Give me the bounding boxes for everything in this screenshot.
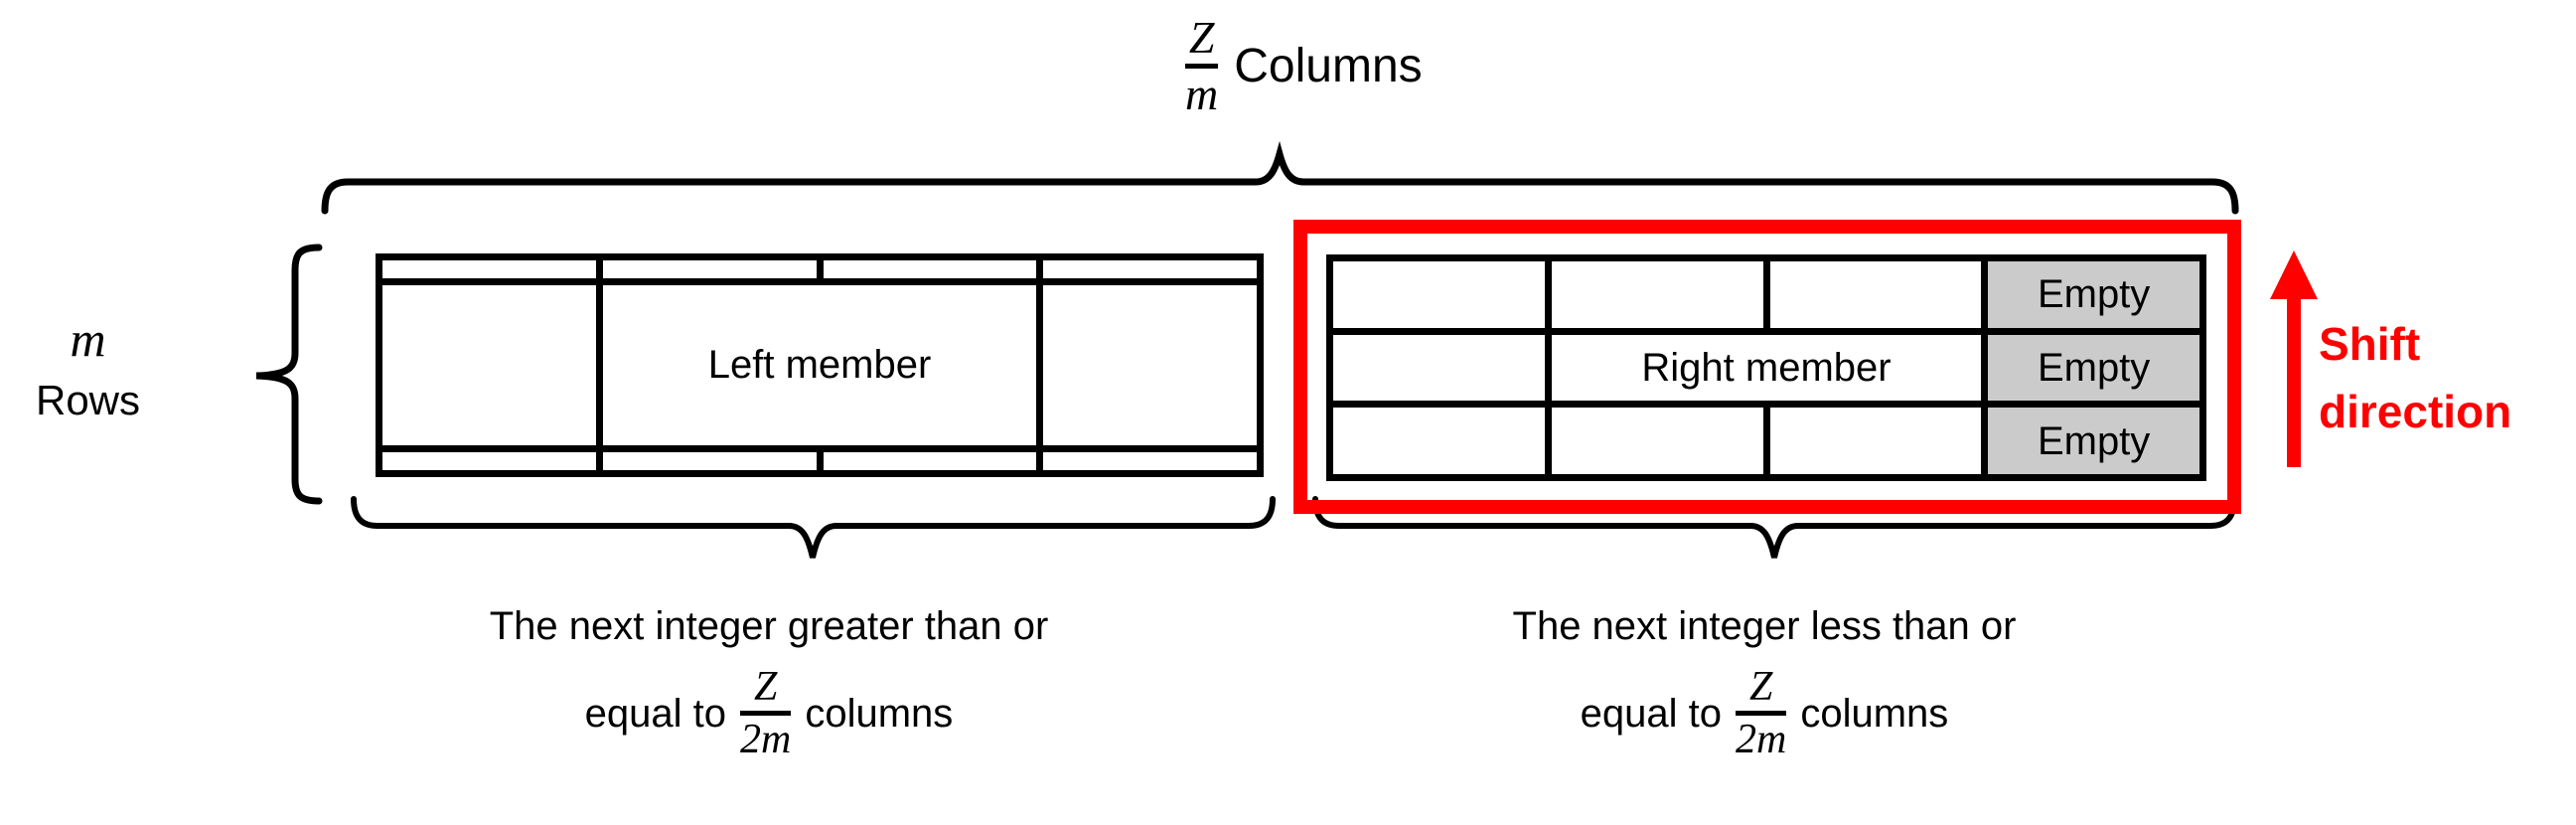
- right-caption-prefix: equal to: [1580, 691, 1723, 736]
- table-row: Right member Empty: [1326, 327, 2206, 409]
- left-caption-suffix: columns: [805, 691, 954, 736]
- left-member-table: Left member: [376, 252, 1264, 478]
- cell: [376, 444, 603, 478]
- shift-direction-label: Shift direction: [2319, 310, 2511, 445]
- fraction-denominator: m: [1185, 69, 1219, 120]
- cell: [1762, 401, 1989, 481]
- fraction-denominator: 2m: [1736, 717, 1787, 763]
- right-caption: The next integer less than or equal to Z…: [1317, 602, 2211, 762]
- fraction-bar: [1185, 64, 1219, 70]
- left-brace: [255, 244, 323, 505]
- cell: [1326, 327, 1552, 409]
- shift-line2: direction: [2319, 386, 2512, 437]
- left-caption: The next integer greater than or equal t…: [322, 602, 1216, 762]
- empty-cell: Empty: [1981, 254, 2206, 335]
- fraction-bar: [740, 711, 792, 717]
- fraction-numerator: Z: [754, 664, 778, 710]
- shift-arrow-icon: [2270, 250, 2318, 467]
- empty-cell: Empty: [1981, 401, 2206, 481]
- rows-text: Rows: [35, 377, 141, 423]
- table-row: [376, 252, 1264, 286]
- right-caption-line2: equal to Z 2m columns: [1581, 664, 1949, 762]
- left-caption-line2: equal to Z 2m columns: [585, 664, 954, 762]
- cell: [816, 252, 1044, 286]
- cell: [376, 252, 603, 286]
- bottom-left-brace: [351, 496, 1276, 559]
- right-member-cell: Right member: [1544, 327, 1989, 409]
- z-over-2m-fraction: Z 2m: [740, 664, 792, 763]
- cell: [1326, 254, 1552, 335]
- cell: [1544, 401, 1770, 481]
- left-member-cell: Left member: [595, 278, 1044, 452]
- table-row: Left member: [376, 278, 1264, 452]
- rows-label: m Rows: [6, 314, 170, 421]
- cell: [1544, 254, 1770, 335]
- left-caption-line1: The next integer greater than or: [489, 604, 1049, 648]
- table-row: [376, 444, 1264, 478]
- cell: [1036, 252, 1264, 286]
- right-member-table: Empty Right member Empty Empty: [1326, 254, 2206, 481]
- cell: [1326, 401, 1552, 481]
- shift-highlight-rect: [1293, 220, 2241, 514]
- fraction-bar: [1736, 711, 1787, 717]
- empty-cell: Empty: [1981, 327, 2206, 409]
- top-brace: [321, 140, 2239, 215]
- fraction-numerator: Z: [1188, 12, 1215, 63]
- fraction-numerator: Z: [1749, 664, 1773, 710]
- table-row: Empty: [1326, 254, 2206, 335]
- right-caption-suffix: columns: [1800, 691, 1949, 736]
- cell: [595, 444, 824, 478]
- z-over-m-fraction: Z m: [1185, 12, 1219, 120]
- cell: [595, 252, 824, 286]
- z-over-2m-fraction: Z 2m: [1736, 664, 1787, 763]
- cell: [1036, 278, 1264, 452]
- columns-label: Z m Columns: [1185, 12, 1423, 120]
- shift-line1: Shift: [2319, 318, 2421, 370]
- cell: [816, 444, 1044, 478]
- left-caption-prefix: equal to: [584, 691, 727, 736]
- table-row: Empty: [1326, 401, 2206, 481]
- cell: [376, 278, 603, 452]
- m-symbol: m: [70, 311, 106, 367]
- fraction-denominator: 2m: [740, 717, 792, 763]
- columns-text: Columns: [1234, 39, 1423, 92]
- cell: [1036, 444, 1264, 478]
- right-caption-line1: The next integer less than or: [1512, 604, 2017, 648]
- cell: [1762, 254, 1989, 335]
